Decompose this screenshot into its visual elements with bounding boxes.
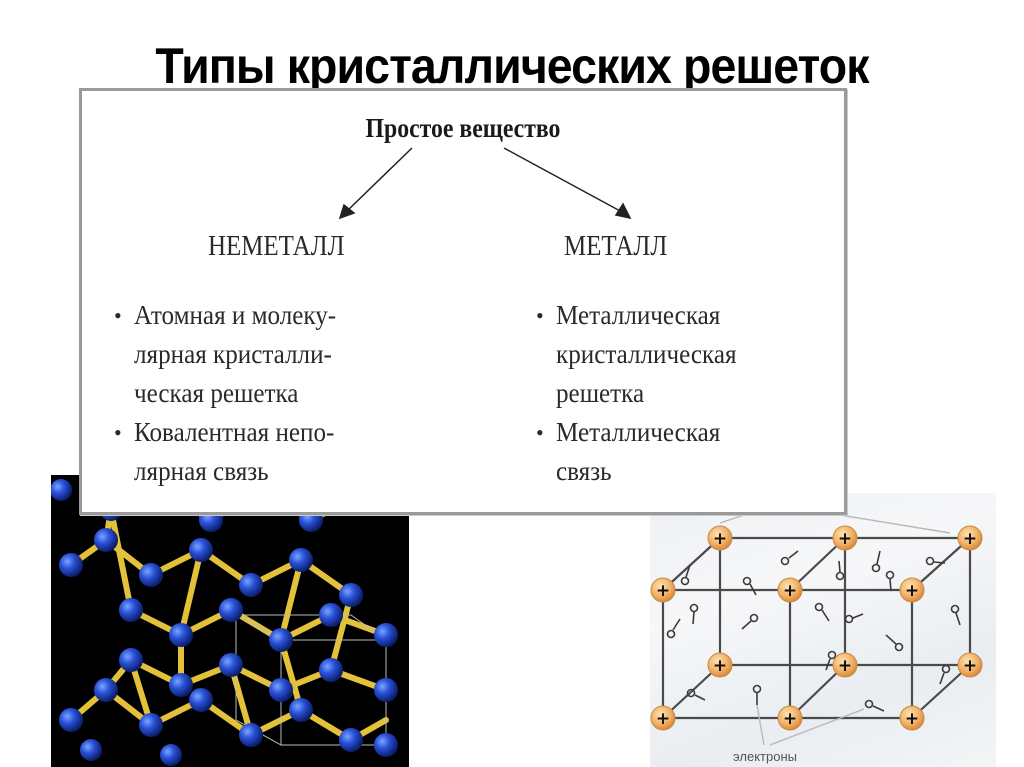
branch-arrows [338,147,632,220]
svg-text:+: + [905,581,919,601]
electrons-caption: электроны [733,749,797,764]
svg-text:+: + [783,709,797,729]
svg-text:+: + [656,709,670,729]
ion [707,525,733,551]
classification-box: Простое вещество НЕМЕТАЛЛ МЕТАЛЛ • Атомн… [79,88,847,515]
bullet-icon: • [536,420,544,445]
root-node-simple-substance: Простое вещество [365,113,561,143]
arrow-left-icon [346,147,413,212]
svg-text:+: + [838,529,852,549]
bullet-icon: • [114,303,122,328]
list-item: • Атомная и молеку- лярная кристалли- че… [112,296,472,413]
metallic-lattice-image: + + + + + + + + + + + + электроны [650,493,996,767]
arrow-right-icon [503,147,623,213]
svg-text:+: + [783,581,797,601]
slide-title: Типы кристаллических решеток [155,38,869,94]
nonmetal-properties-list: • Атомная и молеку- лярная кристалли- че… [112,296,472,491]
list-item: • Металлическая кристаллическая решетка [534,296,854,413]
branch-nonmetal-label: НЕМЕТАЛЛ [208,230,345,262]
svg-text:+: + [838,656,852,676]
svg-text:+: + [905,709,919,729]
list-item: • Металлическая связь [534,413,854,491]
atomic-lattice-illustration [51,479,398,766]
svg-text:+: + [713,656,727,676]
svg-text:+: + [963,529,977,549]
bullet-icon: • [536,303,544,328]
atomic-lattice-image [51,475,409,767]
metal-properties-list: • Металлическая кристаллическая решетка … [534,296,854,491]
list-item: • Ковалентная непо- лярная связь [112,413,472,491]
bullet-icon: • [114,420,122,445]
svg-text:+: + [963,656,977,676]
svg-text:+: + [656,581,670,601]
metallic-lattice-illustration: + + + + + + + + + + + + электроны [650,512,983,764]
svg-text:+: + [713,529,727,549]
branch-metal-label: МЕТАЛЛ [564,230,668,262]
